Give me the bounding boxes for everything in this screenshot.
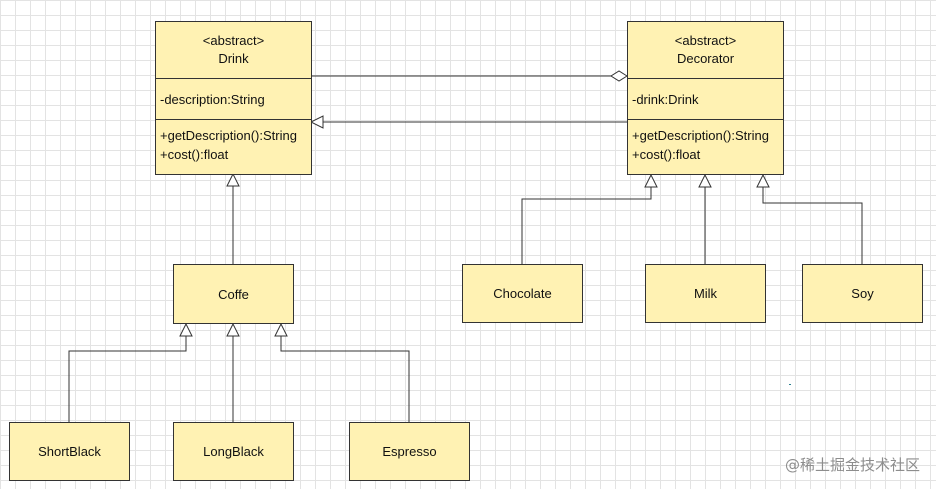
decorator-class-header: <abstract> Decorator xyxy=(628,22,783,79)
soy-class[interactable]: Soy xyxy=(802,264,923,323)
decorator-attribute: -drink:Drink xyxy=(632,91,699,107)
decorator-operations: +getDescription():String +cost():float xyxy=(628,120,783,168)
watermark: @稀土掘金技术社区 xyxy=(784,456,920,474)
drink-attributes: -description:String xyxy=(156,79,311,120)
soy-inheritance-line xyxy=(762,187,863,264)
drink-operations: +getDescription():String +cost():float xyxy=(156,120,311,168)
inheritance-arrow-icon xyxy=(644,173,658,188)
inheritance-arrow-icon xyxy=(226,172,240,187)
longblack-class[interactable]: LongBlack xyxy=(173,422,294,481)
decorator-stereotype: <abstract> xyxy=(674,33,737,48)
inheritance-arrow-icon xyxy=(226,322,240,337)
decorator-class-name: Decorator xyxy=(676,51,735,66)
drink-class[interactable]: <abstract> Drink -description:String +ge… xyxy=(155,21,312,175)
stray-dot xyxy=(789,384,791,385)
decorator-class[interactable]: <abstract> Decorator -drink:Drink +getDe… xyxy=(627,21,784,175)
inheritance-arrow-icon xyxy=(179,322,193,337)
shortblack-inheritance-line xyxy=(68,336,187,422)
inheritance-arrow-icon xyxy=(309,115,324,129)
milk-class-name: Milk xyxy=(693,286,718,301)
inheritance-arrow-icon xyxy=(274,322,288,337)
espresso-class-name: Espresso xyxy=(382,444,437,459)
inheritance-arrow-icon xyxy=(756,173,770,188)
drink-class-name: Drink xyxy=(218,51,249,66)
drink-attribute: -description:String xyxy=(160,91,265,107)
coffe-class[interactable]: Coffe xyxy=(173,264,294,324)
decorator-attributes: -drink:Drink xyxy=(628,79,783,120)
shortblack-class-name: ShortBlack xyxy=(38,444,101,459)
drink-stereotype: <abstract> xyxy=(202,33,265,48)
chocolate-class[interactable]: Chocolate xyxy=(462,264,583,323)
espresso-inheritance-line xyxy=(280,336,410,422)
chocolate-class-name: Chocolate xyxy=(493,286,552,301)
aggregation-diamond-icon xyxy=(610,70,628,82)
decorator-operation: +cost():float xyxy=(632,147,701,162)
decorator-operation: +getDescription():String xyxy=(632,128,769,143)
drink-class-header: <abstract> Drink xyxy=(156,22,311,79)
longblack-class-name: LongBlack xyxy=(203,444,264,459)
drink-operation: +getDescription():String xyxy=(160,128,297,143)
shortblack-class[interactable]: ShortBlack xyxy=(9,422,130,481)
espresso-class[interactable]: Espresso xyxy=(349,422,470,481)
milk-class[interactable]: Milk xyxy=(645,264,766,323)
inheritance-arrow-icon xyxy=(698,173,712,188)
drink-operation: +cost():float xyxy=(160,147,229,162)
coffe-class-name: Coffe xyxy=(218,286,249,302)
chocolate-inheritance-line xyxy=(521,187,652,264)
soy-class-name: Soy xyxy=(851,286,874,301)
